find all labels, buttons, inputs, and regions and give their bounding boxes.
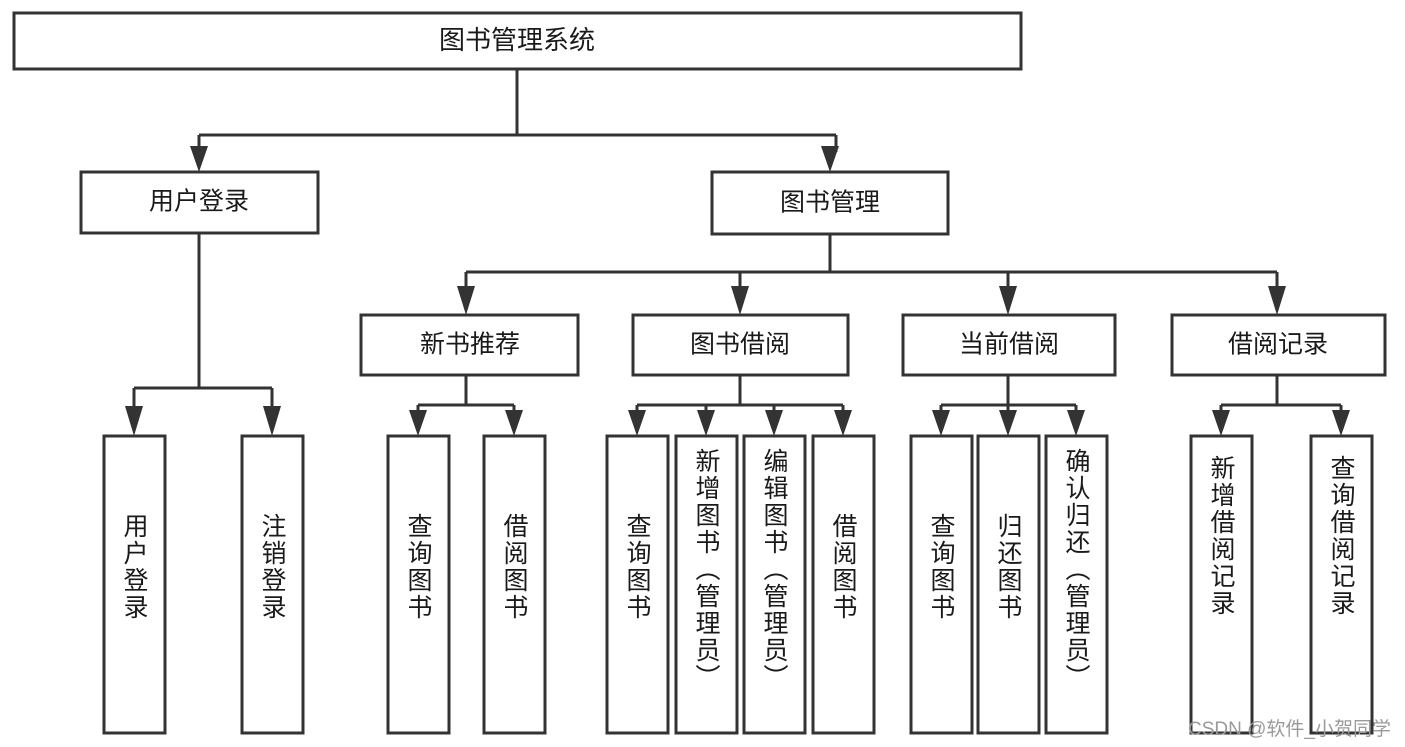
arrowhead-bb-leaf-4	[834, 410, 852, 436]
connector-group	[125, 70, 1350, 436]
node-user-login[interactable]: 用户登录	[79, 170, 320, 235]
arrowhead-borrow-book	[731, 286, 749, 315]
node-root[interactable]: 图书管理系统	[12, 11, 1023, 71]
node-borrow-record[interactable]: 借阅记录	[1170, 313, 1387, 377]
leaf-box-query-book-cb[interactable]	[909, 434, 974, 735]
node-root-label: 图书管理系统	[439, 25, 595, 55]
leaf-box-borrow-book-nb[interactable]	[482, 434, 547, 735]
node-book-borrow[interactable]: 图书借阅	[631, 313, 850, 377]
arrowhead-cb-leaf-2	[999, 410, 1017, 436]
arrowhead-leaf-logout	[263, 406, 281, 436]
arrowhead-user-login	[190, 146, 208, 172]
leaf-box-group	[102, 434, 1374, 735]
node-book-management-box[interactable]	[710, 170, 950, 236]
leaf-box-add-borrow-record[interactable]	[1189, 434, 1254, 735]
leaf-box-edit-book[interactable]	[742, 434, 807, 735]
node-book-management[interactable]: 图书管理	[710, 170, 950, 236]
arrowhead-cb-leaf-3	[1067, 410, 1085, 436]
leaf-box-user-login[interactable]	[102, 434, 167, 735]
csdn-watermark: CSDN @软件_小贺同学	[1188, 719, 1391, 740]
node-book-borrow-box[interactable]	[631, 313, 850, 377]
arrowhead-br-leaf-1	[1212, 410, 1230, 436]
arrowhead-new-book	[457, 286, 475, 315]
arrowhead-current-borrow	[999, 286, 1017, 315]
node-current-borrow-label: 当前借阅	[959, 331, 1059, 359]
leaf-box-confirm-return[interactable]	[1044, 434, 1109, 735]
node-new-book-recommend-box[interactable]	[359, 313, 580, 377]
node-root-box[interactable]	[12, 11, 1023, 71]
leaf-box-query-book-bb[interactable]	[605, 434, 670, 735]
node-borrow-record-label: 借阅记录	[1228, 331, 1328, 359]
node-new-book-recommend-label: 新书推荐	[420, 331, 520, 359]
leaf-box-return-book[interactable]	[976, 434, 1041, 735]
arrowhead-bb-leaf-2	[697, 410, 715, 436]
arrowhead-nb-leaf-2	[505, 410, 523, 436]
leaf-box-query-book-nb[interactable]	[386, 434, 451, 735]
node-current-borrow-box[interactable]	[901, 313, 1117, 377]
node-borrow-record-box[interactable]	[1170, 313, 1387, 377]
leaf-box-query-borrow-record[interactable]	[1309, 434, 1374, 735]
arrowhead-cb-leaf-1	[932, 410, 950, 436]
node-user-login-box[interactable]	[79, 170, 320, 235]
arrowhead-borrow-record	[1268, 286, 1286, 315]
node-book-management-label: 图书管理	[780, 189, 880, 217]
arrowhead-leaf-user-login	[125, 406, 143, 436]
arrowhead-book-mgmt	[821, 146, 839, 172]
node-current-borrow[interactable]: 当前借阅	[901, 313, 1117, 377]
leaf-box-add-book[interactable]	[674, 434, 739, 735]
arrowhead-bb-leaf-1	[628, 410, 646, 436]
leaf-box-borrow-book-bb[interactable]	[811, 434, 876, 735]
node-user-login-label: 用户登录	[149, 188, 249, 216]
arrowhead-br-leaf-2	[1332, 410, 1350, 436]
node-book-borrow-label: 图书借阅	[690, 331, 790, 359]
arrowhead-bb-leaf-3	[765, 410, 783, 436]
leaf-box-logout[interactable]	[240, 434, 305, 735]
node-new-book-recommend[interactable]: 新书推荐	[359, 313, 580, 377]
arrowhead-nb-leaf-1	[409, 410, 427, 436]
